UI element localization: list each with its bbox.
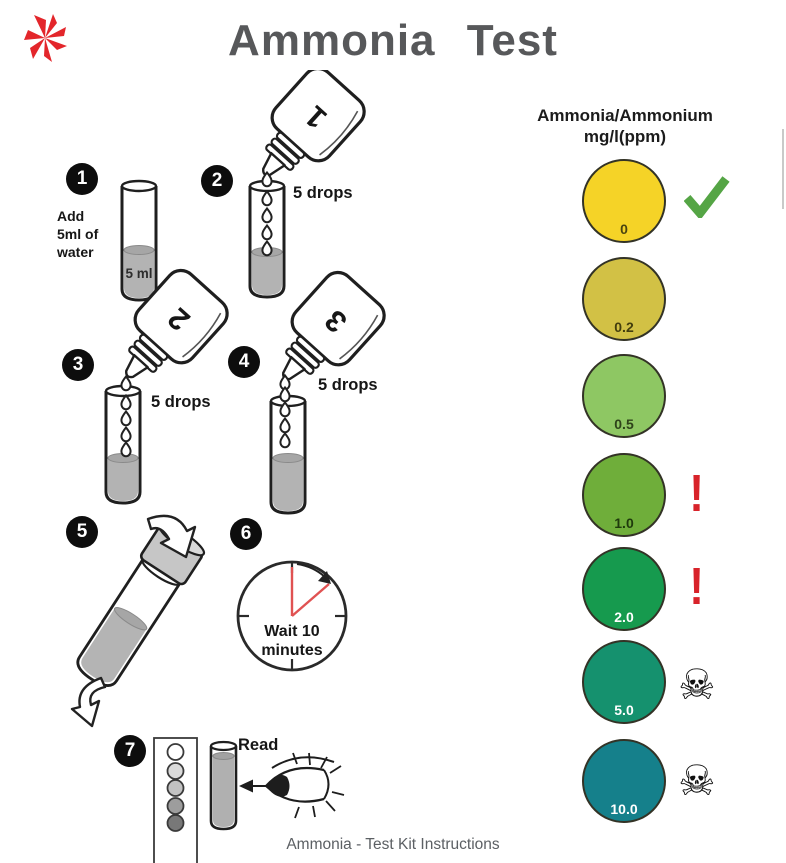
step-badge-5: 5 [66, 516, 98, 548]
skull-icon: ☠ [678, 661, 716, 708]
drops-step3 [120, 375, 132, 458]
red-asterisk-logo [24, 14, 67, 62]
step1-line3: water [57, 244, 94, 261]
scale-level-value: 0.5 [614, 416, 634, 432]
drops-label-step2: 5 drops [293, 184, 353, 202]
scale-header-line1: Ammonia/Ammonium [537, 106, 713, 125]
test-tube-step1 [120, 179, 158, 302]
drops-step4 [279, 374, 291, 449]
step-badge-3: 3 [62, 349, 94, 381]
instruction-diagram: 1 2 [70, 70, 386, 863]
wait-label: Wait 10 minutes [247, 622, 337, 660]
scale-level-2.0: 2.0 [582, 547, 666, 631]
drop-icon [261, 224, 273, 241]
scale-level-10.0: 10.0 [582, 739, 666, 823]
step1-instruction: Add 5ml of water [57, 207, 98, 262]
scale-level-value: 1.0 [614, 515, 634, 531]
shake-arrow-top-icon [146, 514, 197, 559]
drops-label-step3: 5 drops [151, 393, 211, 411]
step-badge-7: 7 [114, 735, 146, 767]
check-icon [683, 176, 730, 223]
scale-level-value: 10.0 [610, 801, 638, 817]
drops-label-step4: 5 drops [318, 376, 378, 394]
exclamation-icon: ! [689, 558, 705, 616]
scale-level-0: 0 [582, 159, 666, 243]
shake-arrow-bottom-icon [70, 676, 107, 728]
tube-volume-label: 5 ml [125, 266, 153, 281]
scale-level-0.2: 0.2 [582, 257, 666, 341]
dropper-bottle-1: 1 [262, 70, 366, 177]
drop-icon [120, 441, 132, 458]
scale-level-value: 5.0 [614, 702, 634, 718]
page-title: Ammonia Test [228, 16, 558, 65]
scale-level-0.5: 0.5 [582, 354, 666, 438]
drop-icon [279, 432, 291, 449]
test-tube-step7 [209, 740, 238, 831]
scale-header-line2: mg/l(ppm) [583, 127, 667, 146]
drop-icon [261, 240, 273, 257]
clock-arrowhead [318, 571, 331, 584]
drop-icon [261, 207, 273, 224]
wait-line1: Wait 10 [264, 623, 320, 640]
step1-line2: 5ml of [57, 226, 99, 243]
exclamation-icon: ! [689, 465, 705, 523]
read-arrowhead [239, 779, 253, 793]
eye-pupil [266, 774, 290, 797]
drop-icon [120, 394, 132, 411]
drop-icon [120, 410, 132, 427]
drop-icon [120, 375, 132, 392]
step1-line1: Add [57, 208, 85, 224]
drop-icon [120, 426, 132, 443]
scale-level-value: 0.2 [614, 319, 634, 335]
step-badge-6: 6 [230, 518, 262, 550]
image-caption: Ammonia - Test Kit Instructions [286, 836, 500, 853]
drops-step2 [261, 171, 273, 257]
clock-icon [236, 560, 348, 672]
scale-level-value: 2.0 [614, 609, 634, 625]
drop-icon [279, 417, 291, 434]
step-badge-4: 4 [228, 346, 260, 378]
frame-edge-line [782, 129, 784, 209]
test-tube-step3 [104, 384, 142, 505]
clock-hands [290, 567, 330, 617]
drop-icon [279, 386, 291, 403]
eye-lashes [292, 752, 345, 819]
step-badge-2: 2 [201, 165, 233, 197]
wait-line2: minutes [261, 642, 323, 659]
read-label: Read [238, 736, 279, 754]
dropper-bottle-3: 3 [282, 270, 386, 381]
skull-icon: ☠ [678, 757, 716, 804]
test-tube-step4 [269, 394, 307, 515]
eye-icon [239, 752, 345, 819]
step-badge-1: 1 [66, 163, 98, 195]
logo-rays [24, 14, 67, 62]
dropper-bottle-2: 2 [125, 268, 229, 379]
scale-level-value: 0 [620, 221, 628, 237]
scale-level-1.0: 1.0 [582, 453, 666, 537]
drop-icon [261, 190, 273, 207]
scale-level-5.0: 5.0 [582, 640, 666, 724]
color-chart-card [153, 737, 198, 863]
